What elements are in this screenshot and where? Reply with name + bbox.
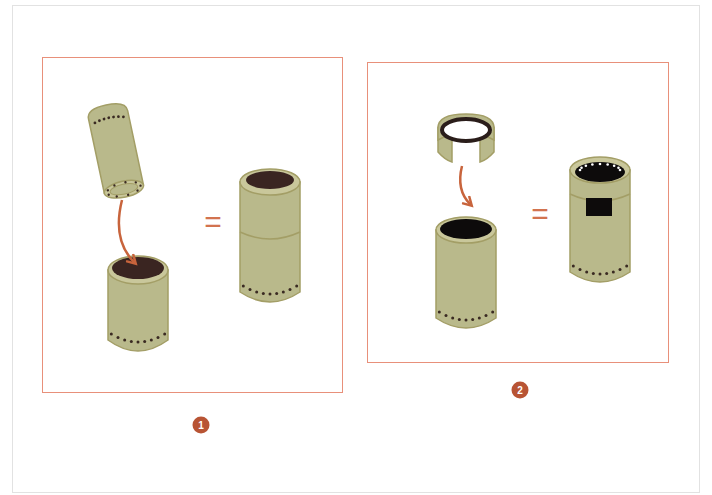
outer-frame <box>13 6 700 493</box>
hole-dot <box>619 268 622 271</box>
hole-dot <box>262 292 265 295</box>
hole-dot <box>102 117 105 120</box>
joined-tube <box>240 169 300 302</box>
hole-dot <box>465 319 468 322</box>
hole-dot <box>472 122 475 125</box>
hole-dot <box>471 318 474 321</box>
hole-dot <box>591 163 594 166</box>
hole-dot <box>269 293 272 296</box>
hole-dot <box>579 169 582 172</box>
window-cutout <box>586 198 612 216</box>
ring-piece <box>438 114 494 162</box>
hole-dot <box>130 340 133 343</box>
panel-frame <box>43 58 343 393</box>
panel-frame <box>368 63 669 363</box>
hole-dot <box>113 184 116 187</box>
hole-dot <box>599 273 602 276</box>
hole-dot <box>477 124 480 127</box>
hole-dot <box>112 115 115 118</box>
hole-dot <box>122 115 125 118</box>
hole-dot <box>445 314 448 317</box>
hole-dot <box>134 181 137 184</box>
hole-dot <box>136 189 139 192</box>
hole-dot <box>137 341 140 344</box>
hole-dot <box>448 126 451 129</box>
hole-dot <box>249 288 252 291</box>
hole-dot <box>458 318 461 321</box>
hole-dot <box>107 116 110 119</box>
hole-dot <box>572 265 575 268</box>
upper-tube <box>86 101 145 201</box>
hole-dot <box>458 122 461 125</box>
hole-dot <box>447 129 450 132</box>
hole-dot <box>585 271 588 274</box>
hole-dot <box>483 129 486 132</box>
hole-dot <box>452 124 455 127</box>
hole-dot <box>98 119 101 122</box>
hole-dot <box>606 163 609 166</box>
equals-sign: = <box>204 207 222 237</box>
hole-dot <box>157 336 160 339</box>
hole-dot <box>242 285 245 288</box>
hole-dot <box>295 285 298 288</box>
hole-dot <box>619 169 622 172</box>
hole-dot <box>599 163 602 166</box>
hole-dot <box>124 181 127 184</box>
hole-dot <box>605 272 608 275</box>
insert-arrow <box>460 166 470 204</box>
insert-arrow <box>119 200 134 262</box>
hole-dot <box>617 166 620 169</box>
hole-dot <box>93 121 96 124</box>
hole-dot <box>117 115 120 118</box>
hole-dot <box>282 291 285 294</box>
hole-dot <box>625 265 628 268</box>
hole-dot <box>579 268 582 271</box>
hole-dot <box>163 333 166 336</box>
hole-dot <box>110 333 113 336</box>
hole-dot <box>613 164 616 167</box>
hole-dot <box>438 311 441 314</box>
hole-dot <box>255 291 258 294</box>
hole-dot <box>150 339 153 342</box>
hole-dot <box>123 339 126 342</box>
hole-dot <box>107 193 110 196</box>
hole-dot <box>275 292 278 295</box>
hole-dot <box>127 193 130 196</box>
equals-sign: = <box>531 199 549 229</box>
lower-tube <box>108 256 168 351</box>
hole-dot <box>481 126 484 129</box>
hole-dot <box>106 189 109 192</box>
hole-dot <box>289 288 292 291</box>
hole-dot <box>139 184 142 187</box>
hole-dot <box>465 122 468 125</box>
callout-number: 1 <box>193 417 210 434</box>
hole-dot <box>580 166 583 169</box>
hole-dot <box>451 317 454 320</box>
fitted-tube <box>570 157 630 282</box>
callout-number: 2 <box>512 382 529 399</box>
hole-dot <box>491 311 494 314</box>
hole-dot <box>115 195 118 198</box>
hole-dot <box>592 272 595 275</box>
hole-dot <box>485 314 488 317</box>
hole-dot <box>143 340 146 343</box>
hole-dot <box>585 164 588 167</box>
lower-tube <box>436 217 496 328</box>
hole-dot <box>612 271 615 274</box>
hole-dot <box>117 336 120 339</box>
hole-dot <box>478 317 481 320</box>
